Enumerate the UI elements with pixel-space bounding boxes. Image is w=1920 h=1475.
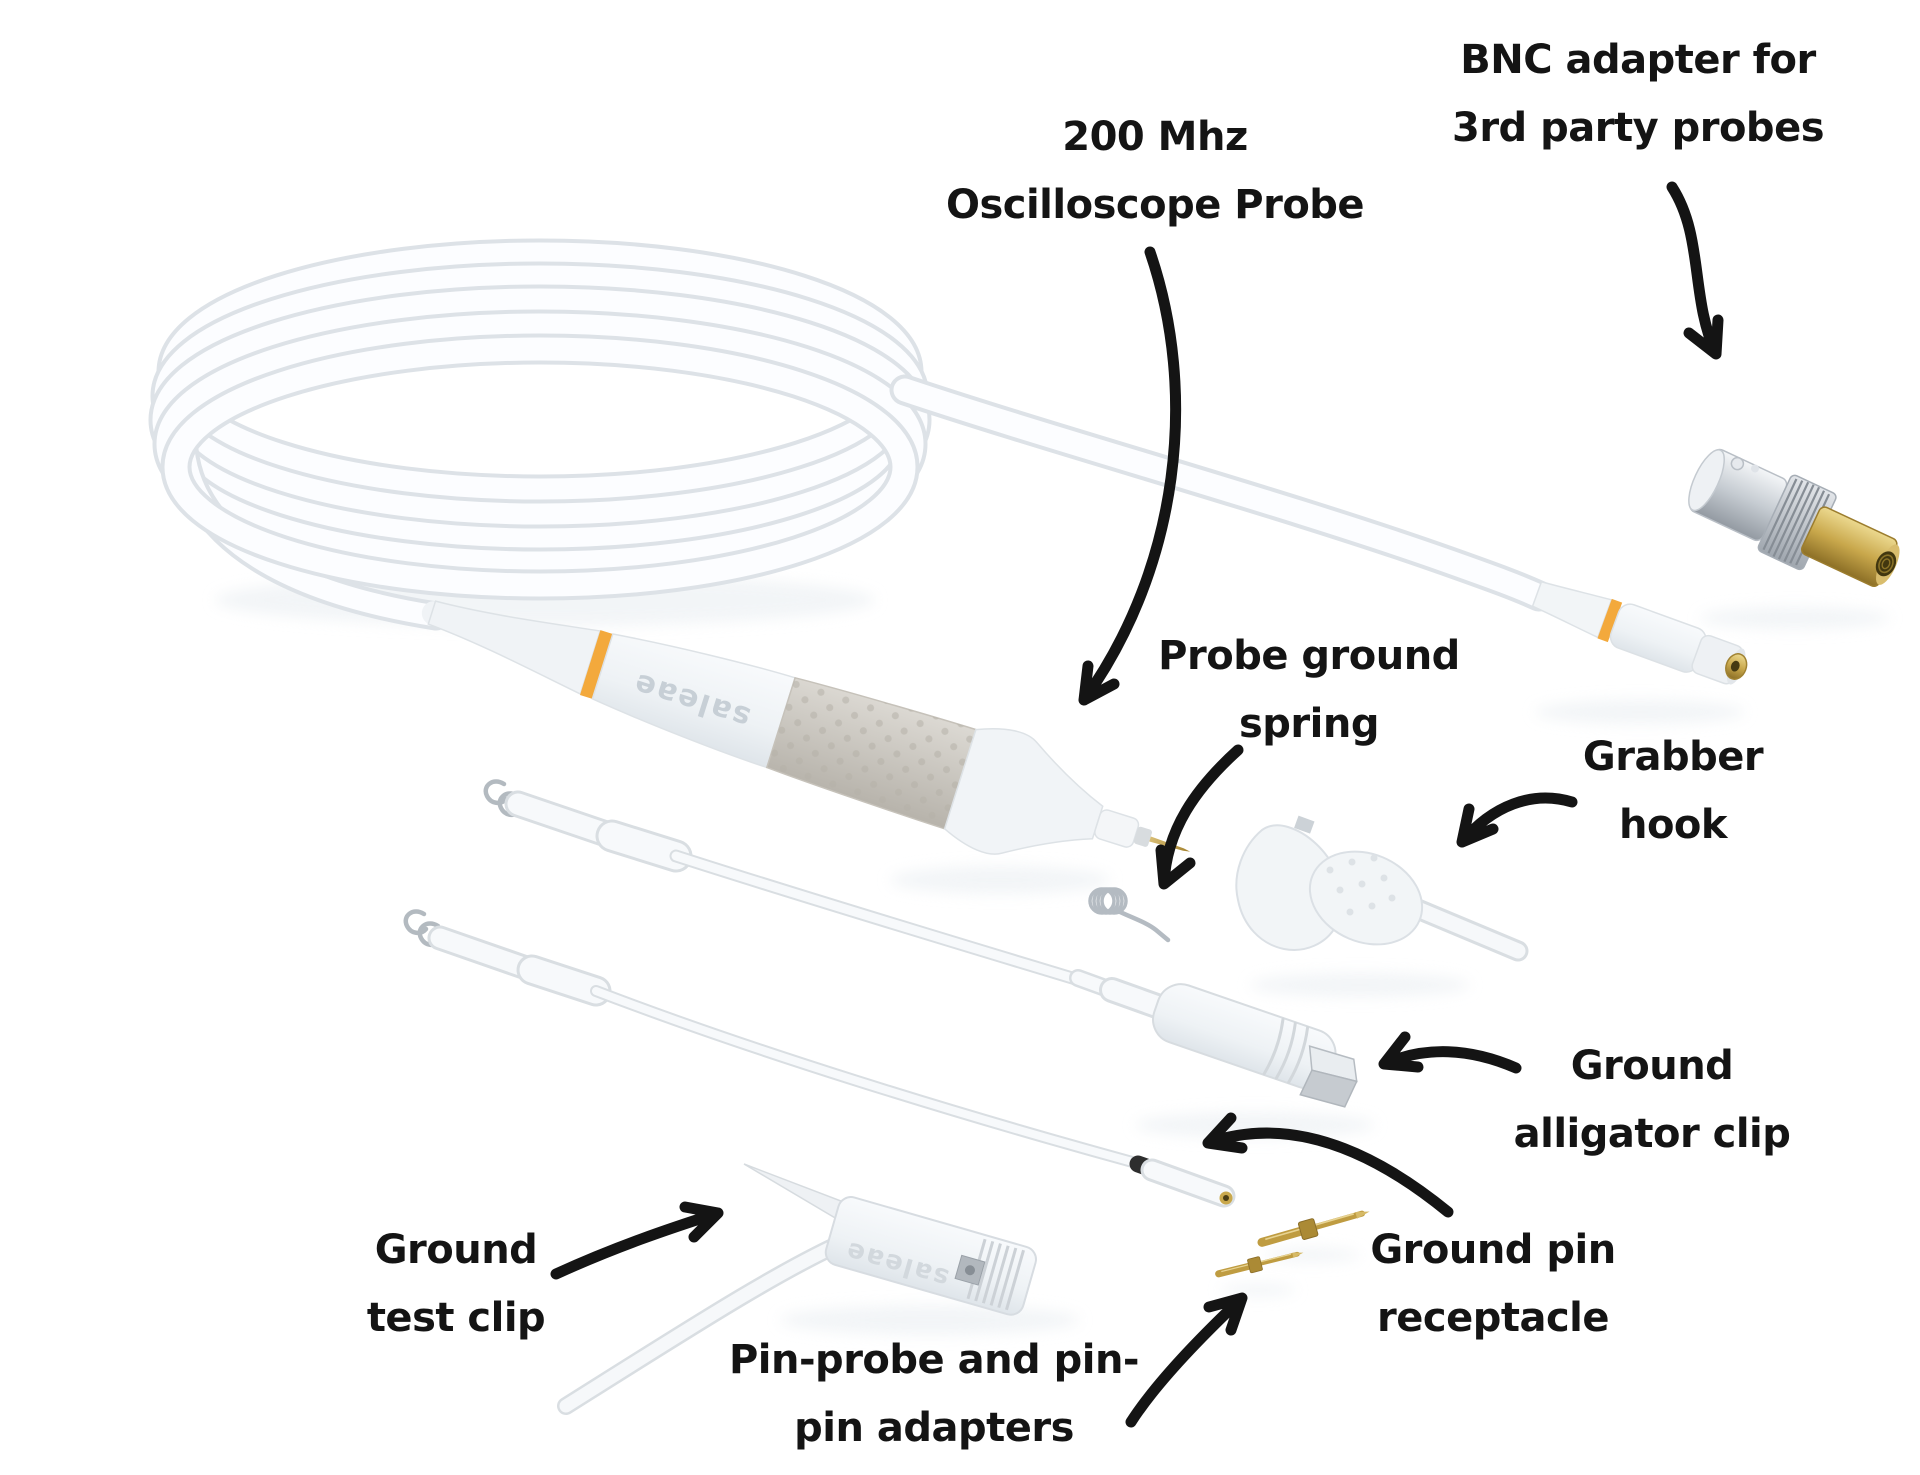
arrow-to-pin-receptacle — [1202, 1112, 1454, 1218]
label-test-clip: Ground test clip — [366, 1216, 546, 1352]
cable-smb-connector — [1531, 580, 1748, 685]
label-line: receptacle — [1377, 1295, 1610, 1341]
probe-tip-barrel — [1094, 809, 1140, 848]
probe-bell — [943, 727, 1104, 855]
label-line: Oscilloscope Probe — [945, 182, 1365, 228]
label-line: alligator clip — [1513, 1111, 1791, 1157]
label-line: 3rd party probes — [1452, 105, 1825, 151]
label-line: Ground pin — [1370, 1227, 1616, 1273]
grabber-bulb — [1308, 850, 1424, 946]
annotation-arrows — [550, 181, 1724, 1428]
ground-test-clip: saleae — [557, 1163, 1037, 1415]
probe-neck — [427, 600, 602, 696]
test-clip-socket-pin — [964, 1265, 975, 1276]
label-bnc-adapter: BNC adapter for 3rd party probes — [1452, 26, 1825, 162]
label-line: Ground — [374, 1227, 538, 1273]
bnc-front-face — [1688, 449, 1725, 512]
probe-tip-collar — [1133, 826, 1152, 847]
alligator-clip-ribs — [1262, 1017, 1310, 1084]
arrow-to-ground-spring — [1155, 744, 1244, 890]
label-line: Probe ground — [1158, 633, 1460, 679]
label-pin-adapters: Pin-probe and pin- pin adapters — [728, 1326, 1140, 1462]
probe-accent-ring — [580, 630, 613, 699]
test-clip-body: saleae — [824, 1196, 1037, 1316]
connector-strain-relief — [1531, 580, 1613, 639]
arrow-to-test-clip — [550, 1201, 724, 1280]
grabber-hook — [1235, 815, 1529, 962]
label-line: Ground — [1570, 1043, 1734, 1089]
ground-lead-receptacle — [406, 912, 1236, 1208]
bnc-bayonet-nub — [1730, 456, 1745, 471]
label-line: hook — [1618, 802, 1728, 848]
label-oscilloscope-probe: 200 Mhz Oscilloscope Probe — [945, 103, 1365, 239]
spring-leg — [1113, 907, 1171, 943]
arrow-to-alligator-clip — [1378, 1031, 1522, 1074]
alligator-clip — [1152, 983, 1358, 1108]
label-ground-spring: Probe ground spring — [1158, 622, 1460, 758]
arrow-to-pin-adapters — [1125, 1292, 1248, 1428]
label-grabber-hook: Grabber hook — [1582, 723, 1764, 859]
receptacle-hole — [1223, 1195, 1229, 1201]
label-line: Grabber — [1582, 734, 1764, 780]
oscilloscope-probe: saleae — [421, 600, 1191, 855]
label-line: BNC adapter for — [1460, 37, 1816, 83]
bnc-knurl-ridges — [1762, 478, 1831, 566]
label-line: spring — [1238, 701, 1379, 747]
connector-accent-ring — [1597, 598, 1623, 643]
grabber-hole — [1294, 815, 1315, 834]
label-alligator-clip: Ground alligator clip — [1514, 1032, 1791, 1168]
bnc-bayonet-nub-2 — [1750, 464, 1759, 473]
arrow-to-grabber-hook — [1456, 792, 1578, 848]
arrow-to-bnc-adapter — [1666, 181, 1724, 360]
alligator-jaw-front — [1299, 1069, 1358, 1108]
arrow-to-probe — [1078, 246, 1182, 706]
probe-grip-texture — [766, 677, 978, 830]
grabber-bulb-dimples — [1326, 854, 1396, 916]
label-line: Pin-probe and pin- — [728, 1337, 1140, 1383]
bnc-adapter — [1688, 448, 1900, 587]
ground-lead-alligator — [486, 782, 1358, 1108]
coiled-probe-cable — [148, 238, 1555, 631]
pin-probe-adapter — [1260, 1203, 1373, 1251]
label-line: 200 Mhz — [1062, 114, 1248, 160]
label-line: test clip — [366, 1295, 546, 1341]
label-pin-receptacle: Ground pin receptacle — [1370, 1216, 1616, 1352]
label-line: pin adapters — [794, 1405, 1074, 1451]
connector-smb-hole — [1730, 660, 1740, 672]
probe-ground-spring — [1088, 887, 1171, 943]
